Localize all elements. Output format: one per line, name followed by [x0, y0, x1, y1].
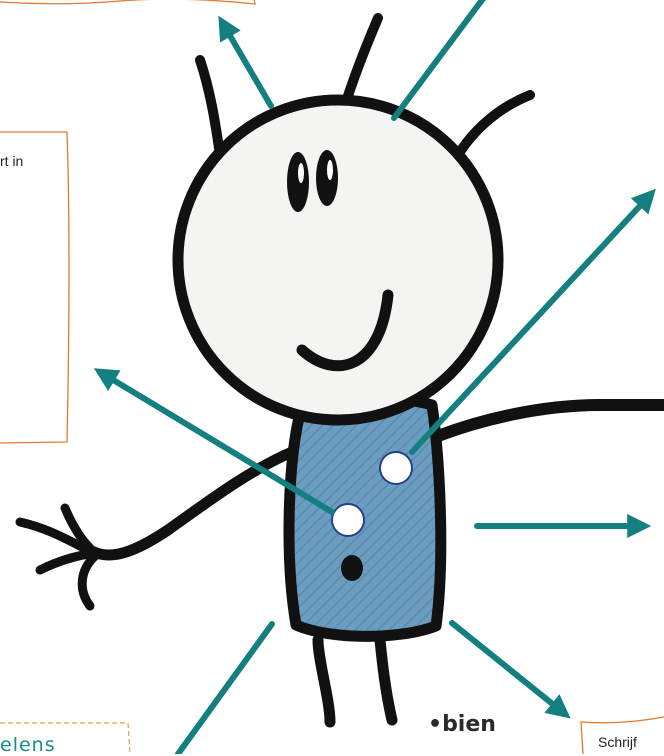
note-left-text: rt in [0, 152, 23, 170]
note-left [0, 132, 69, 443]
arrow-lower-left [178, 624, 272, 754]
arrow-top-left [222, 22, 271, 106]
stick-arm-right [438, 405, 664, 436]
signature-text: bien [442, 712, 496, 737]
stick-body-dot [341, 555, 363, 581]
stick-leg-left [318, 640, 330, 722]
stick-head [178, 100, 498, 420]
arrow-lower-right [452, 623, 565, 714]
body-button-upper [380, 452, 412, 484]
stick-hand-left [20, 508, 95, 606]
note-bottom-right-text: Schrijf [598, 733, 637, 751]
signature: •bien [428, 712, 496, 737]
note-top-left [0, 0, 255, 4]
arrow-top [394, 0, 485, 118]
stick-body [289, 398, 441, 637]
body-button-lower [332, 504, 364, 536]
stick-leg-right [380, 640, 392, 720]
note-bottom-left-text: elens [0, 736, 56, 754]
